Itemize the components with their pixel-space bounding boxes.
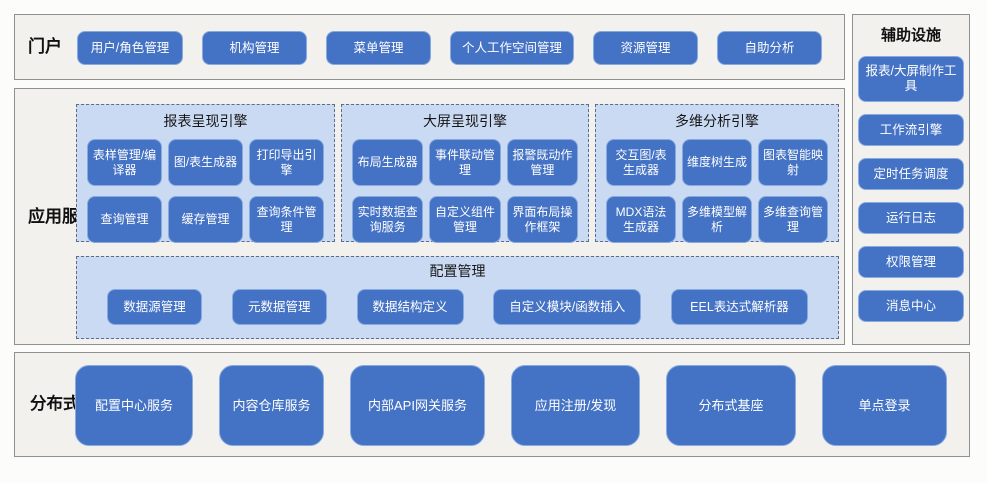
node-data-structure-definition: 数据结构定义 xyxy=(356,289,464,325)
node-datasource-management: 数据源管理 xyxy=(107,289,202,325)
config-node-row: 数据源管理 元数据管理 数据结构定义 自定义模块/函数插入 EEL表达式解析器 xyxy=(107,289,808,325)
node-metadata-management: 元数据管理 xyxy=(231,289,327,325)
node-ui-layout-framework: 界面布局操作框架 xyxy=(506,196,578,243)
node-cache-management: 缓存管理 xyxy=(168,196,243,243)
node-distributed-base: 分布式基座 xyxy=(666,365,796,446)
group-grid-dashboard: 布局生成器 事件联动管理 报警既动作管理 实时数据查询服务 自定义组件管理 界面… xyxy=(352,139,578,243)
portal-layer-label: 门户 xyxy=(28,37,62,57)
node-realtime-data-query-service: 实时数据查询服务 xyxy=(352,196,424,243)
distributed-foundation-panel: 分布式基础 配置中心服务 内容仓库服务 内部API网关服务 应用注册/发现 分布… xyxy=(14,352,970,457)
distributed-node-row: 配置中心服务 内容仓库服务 内部API网关服务 应用注册/发现 分布式基座 单点… xyxy=(75,365,947,446)
portal-node-row: 用户/角色管理 机构管理 菜单管理 个人工作空间管理 资源管理 自助分析 xyxy=(77,31,822,65)
group-title-config-management: 配置管理 xyxy=(429,263,486,279)
portal-layer-panel: 门户 用户/角色管理 机构管理 菜单管理 个人工作空间管理 资源管理 自助分析 xyxy=(14,14,845,80)
node-scheduled-task-scheduler: 定时任务调度 xyxy=(858,158,964,190)
app-services-layer-panel: 应用服务 报表呈现引擎 表样管理/编译器 图/表生成器 打印导出引擎 查询管理 … xyxy=(14,88,845,345)
node-report-template-compiler: 表样管理/编译器 xyxy=(87,139,162,186)
group-grid-report: 表样管理/编译器 图/表生成器 打印导出引擎 查询管理 缓存管理 查询条件管理 xyxy=(87,139,324,243)
node-chart-smart-mapping: 图表智能映射 xyxy=(758,139,828,186)
group-report-render-engine: 报表呈现引擎 表样管理/编译器 图/表生成器 打印导出引擎 查询管理 缓存管理 … xyxy=(76,104,335,243)
node-content-repository-service: 内容仓库服务 xyxy=(219,365,324,446)
group-title-report-render-engine: 报表呈现引擎 xyxy=(163,113,248,129)
group-title-olap-analysis-engine: 多维分析引擎 xyxy=(675,113,759,129)
node-multidim-model-parser: 多维模型解析 xyxy=(682,196,752,243)
node-internal-api-gateway-service: 内部API网关服务 xyxy=(350,365,485,446)
node-event-linkage-management: 事件联动管理 xyxy=(429,139,501,186)
node-single-sign-on: 单点登录 xyxy=(822,365,947,446)
node-personal-workspace-management: 个人工作空间管理 xyxy=(450,31,574,65)
group-title-dashboard-render-engine: 大屏呈现引擎 xyxy=(423,113,507,129)
distributed-foundation-label: 分布式基础 xyxy=(30,394,113,413)
node-multidim-query-management: 多维查询管理 xyxy=(758,196,828,243)
engine-groups-row: 报表呈现引擎 表样管理/编译器 图/表生成器 打印导出引擎 查询管理 缓存管理 … xyxy=(76,104,839,243)
node-resource-management: 资源管理 xyxy=(593,31,698,65)
node-custom-module-function-insert: 自定义模块/函数插入 xyxy=(493,289,642,325)
node-run-log: 运行日志 xyxy=(858,202,964,234)
group-grid-olap: 交互图/表生成器 维度树生成 图表智能映射 MDX语法生成器 多维模型解析 多维… xyxy=(606,139,828,243)
app-services-layer-label: 应用服务 xyxy=(28,206,96,226)
node-dimension-tree-generation: 维度树生成 xyxy=(682,139,752,186)
node-user-role-management: 用户/角色管理 xyxy=(77,31,183,65)
node-query-condition-management: 查询条件管理 xyxy=(249,196,324,243)
node-layout-generator: 布局生成器 xyxy=(352,139,424,186)
node-alarm-action-management: 报警既动作管理 xyxy=(506,139,578,186)
group-config-management: 配置管理 数据源管理 元数据管理 数据结构定义 自定义模块/函数插入 EEL表达… xyxy=(76,256,839,339)
node-config-center-service: 配置中心服务 xyxy=(75,365,193,446)
node-interactive-chart-generator: 交互图/表生成器 xyxy=(606,139,676,186)
node-mdx-syntax-generator: MDX语法生成器 xyxy=(606,196,676,243)
aux-node-column: 报表/大屏制作工具 工作流引擎 定时任务调度 运行日志 权限管理 消息中心 xyxy=(853,56,969,322)
node-menu-management: 菜单管理 xyxy=(326,31,431,65)
node-eel-expression-parser: EEL表达式解析器 xyxy=(671,289,808,325)
node-report-dashboard-authoring-tool: 报表/大屏制作工具 xyxy=(858,56,964,102)
aux-facilities-panel: 辅助设施 报表/大屏制作工具 工作流引擎 定时任务调度 运行日志 权限管理 消息… xyxy=(852,14,970,345)
node-permission-management: 权限管理 xyxy=(858,246,964,278)
group-dashboard-render-engine: 大屏呈现引擎 布局生成器 事件联动管理 报警既动作管理 实时数据查询服务 自定义… xyxy=(341,104,589,243)
node-message-center: 消息中心 xyxy=(858,290,964,322)
node-self-service-analysis: 自助分析 xyxy=(717,31,822,65)
node-query-management: 查询管理 xyxy=(87,196,162,243)
node-app-registration-discovery: 应用注册/发现 xyxy=(511,365,640,446)
node-org-management: 机构管理 xyxy=(202,31,307,65)
node-chart-table-generator: 图/表生成器 xyxy=(168,139,243,186)
node-custom-component-management: 自定义组件管理 xyxy=(429,196,501,243)
node-workflow-engine: 工作流引擎 xyxy=(858,114,964,146)
aux-facilities-label: 辅助设施 xyxy=(880,27,941,44)
group-olap-analysis-engine: 多维分析引擎 交互图/表生成器 维度树生成 图表智能映射 MDX语法生成器 多维… xyxy=(595,104,839,243)
node-print-export-engine: 打印导出引擎 xyxy=(249,139,324,186)
